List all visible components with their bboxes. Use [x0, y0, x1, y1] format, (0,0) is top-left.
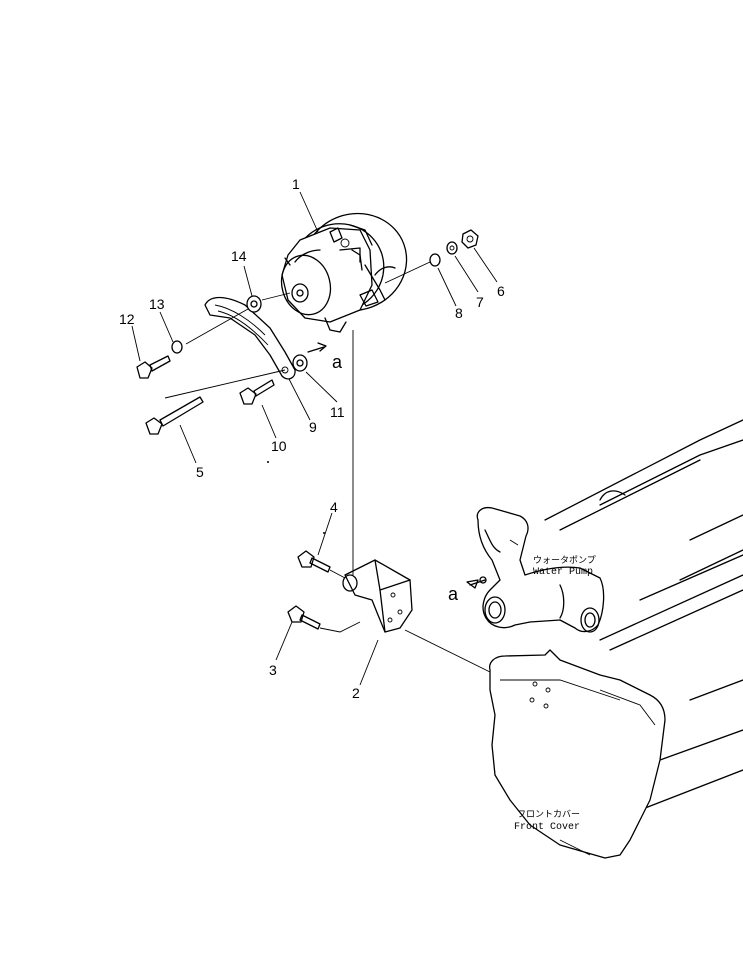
front-cover-label-en: Front Cover — [514, 822, 580, 833]
part-number-10: 10 — [271, 438, 287, 454]
view-marker-lower: a — [448, 584, 459, 604]
water-pump-label-en: Water Pump — [533, 567, 593, 578]
washer-7 — [446, 241, 458, 255]
view-marker-upper: a — [332, 352, 343, 372]
front-cover-label-jp: フロントカバー — [517, 809, 580, 820]
part-number-4: 4 — [330, 499, 338, 515]
part-number-9: 9 — [309, 419, 317, 435]
part-number-13: 13 — [149, 296, 165, 312]
adjusting-strap — [204, 296, 296, 380]
front-cover — [489, 649, 666, 859]
bracket — [342, 559, 413, 633]
speck — [267, 461, 269, 463]
leader-lines — [131, 191, 498, 686]
washer-8 — [429, 253, 441, 267]
part-number-14: 14 — [231, 248, 247, 264]
speck — [323, 532, 325, 534]
nut-6 — [461, 229, 479, 249]
part-number-5: 5 — [196, 464, 204, 480]
assembly-lines — [164, 261, 491, 673]
part-number-11: 11 — [330, 404, 345, 420]
bolt-3 — [287, 605, 321, 630]
water-pump-label-jp: ウォータポンプ — [533, 555, 596, 566]
bolt-10 — [239, 379, 275, 405]
bolt-12 — [136, 355, 171, 379]
part-number-8: 8 — [455, 305, 463, 321]
part-number-7: 7 — [476, 294, 484, 310]
part-number-2: 2 — [352, 685, 360, 701]
washer-13 — [171, 340, 183, 354]
compressor — [280, 212, 408, 333]
part-number-1: 1 — [292, 176, 300, 192]
bolt-5 — [145, 396, 204, 435]
part-number-3: 3 — [269, 662, 277, 678]
water-pump — [466, 506, 605, 633]
bolt-4 — [297, 550, 331, 573]
part-number-6: 6 — [497, 283, 505, 299]
engine-block — [544, 419, 743, 811]
part-number-labels: 1 2 3 4 5 6 7 8 9 10 11 12 13 14 — [119, 176, 505, 701]
nut-11 — [292, 354, 308, 372]
part-number-12: 12 — [119, 311, 135, 327]
spacer-14 — [246, 295, 262, 313]
